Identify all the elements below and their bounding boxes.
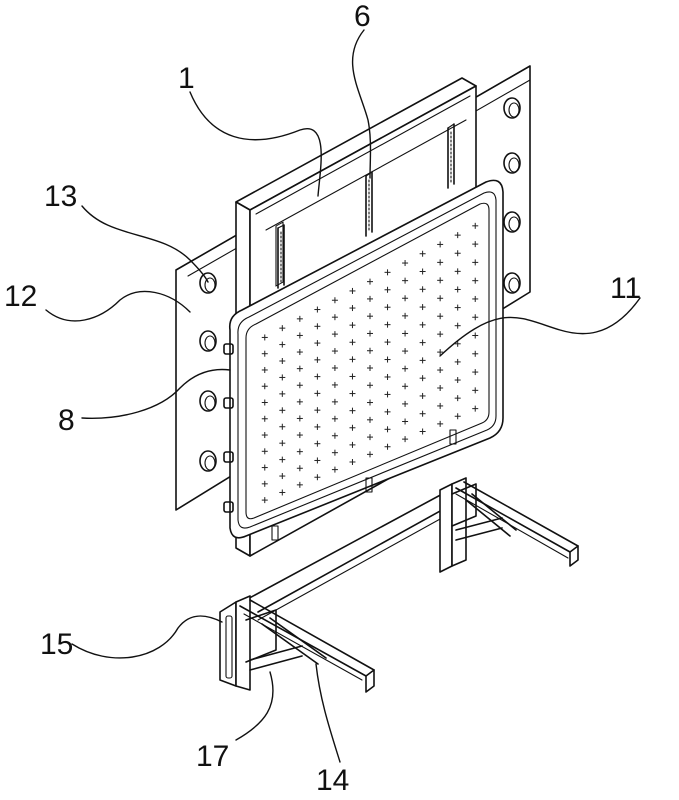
label-11: 11 [610,272,641,305]
label-13: 13 [44,180,77,213]
label-14: 14 [316,764,349,797]
label-15: 15 [40,628,73,661]
label-17: 17 [196,740,229,773]
label-1: 1 [178,62,195,95]
label-8: 8 [58,404,75,437]
label-12: 12 [4,280,37,313]
label-6: 6 [354,0,371,33]
